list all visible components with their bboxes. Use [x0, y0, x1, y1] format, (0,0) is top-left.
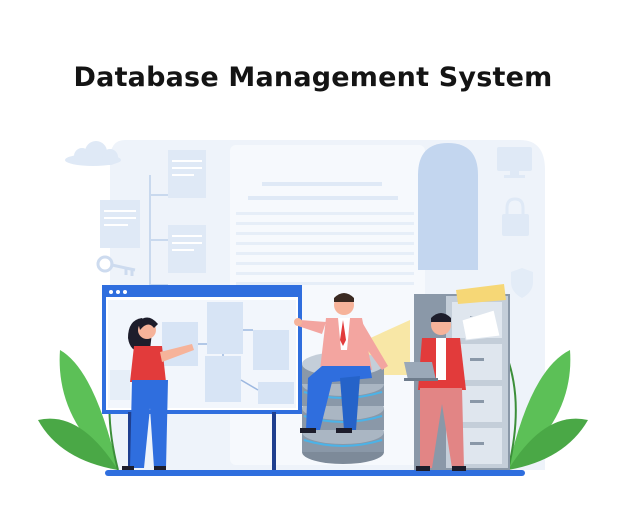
document-tree: [100, 150, 206, 320]
man-with-laptop: [404, 313, 466, 471]
padlock-icon: [502, 197, 529, 236]
woman-pointing: [122, 317, 194, 470]
man-sitting-on-server: [294, 293, 388, 433]
blueprint-document: [236, 182, 414, 285]
page-title: Database Management System: [73, 62, 553, 93]
floor-line: [105, 470, 525, 476]
cloud-icon: [65, 141, 121, 166]
key-icon: [96, 255, 136, 276]
shield-icon: [511, 268, 533, 298]
board-stand: [128, 412, 276, 470]
monitor-icon: [497, 147, 532, 178]
laptop-icon: [404, 362, 436, 380]
arch-window: [418, 143, 478, 270]
